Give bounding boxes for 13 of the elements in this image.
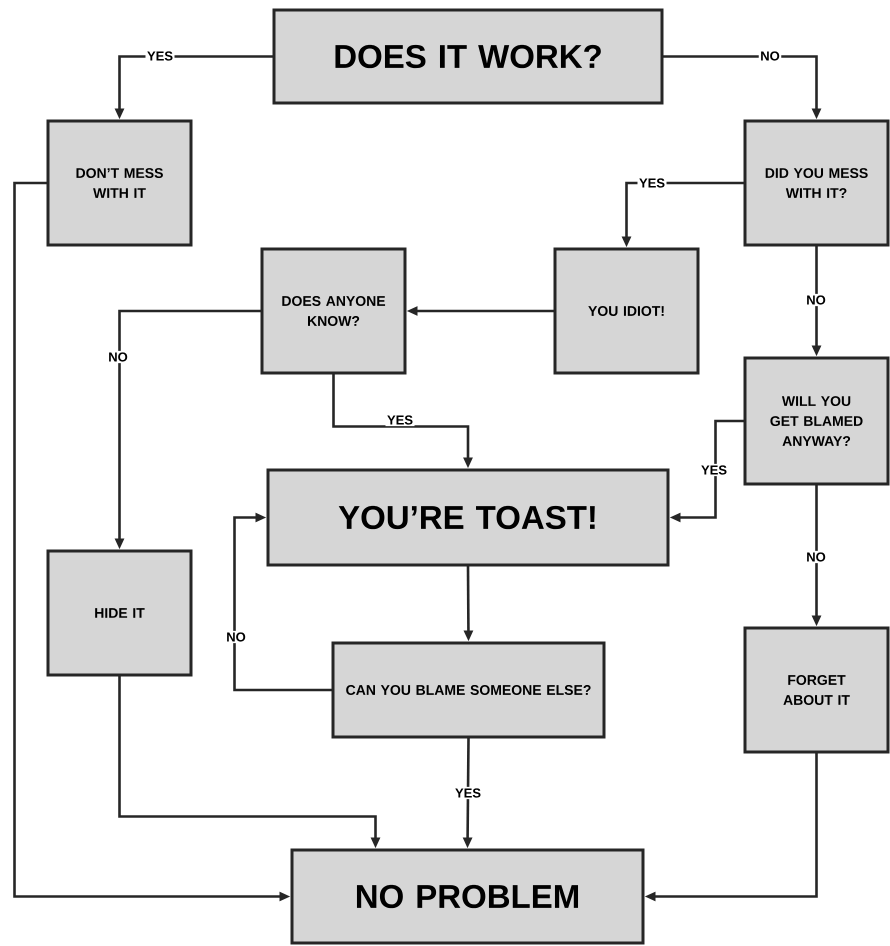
decision-box: WILL YOU GET BLAMED ANYWAY? — [744, 356, 890, 486]
process-box: YOU IDIOT! — [554, 248, 700, 374]
process-box: FORGET ABOUT IT — [744, 626, 890, 754]
decision-box: CAN YOU BLAME SOMEONE ELSE? — [332, 642, 606, 738]
process-box: HIDE IT — [46, 550, 192, 676]
process-box: YOU’RE TOAST! — [266, 468, 670, 566]
decision-box: DOES IT WORK? — [272, 8, 664, 104]
process-box: NO PROBLEM — [290, 848, 644, 944]
edge-label: NO — [106, 350, 130, 364]
process-box: DON’T MESS WITH IT — [46, 120, 192, 246]
decision-box: DID YOU MESS WITH IT? — [744, 120, 890, 246]
decision-box: DOES ANYONE KNOW? — [260, 248, 406, 374]
arrow — [233, 512, 332, 692]
